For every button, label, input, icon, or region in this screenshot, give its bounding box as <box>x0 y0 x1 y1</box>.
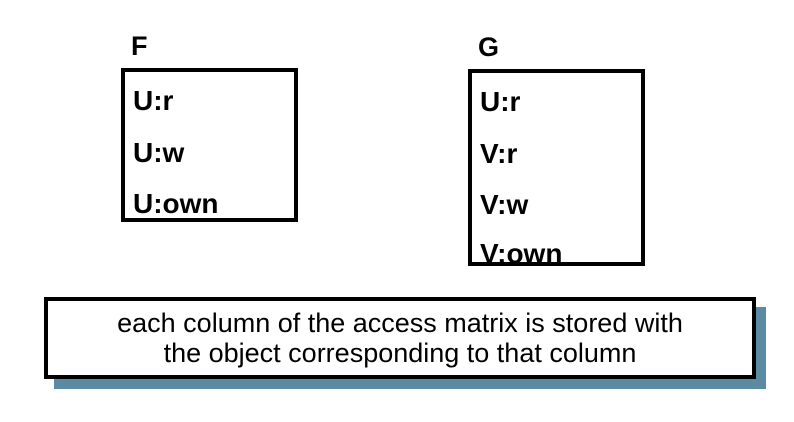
acl-entry: U:w <box>133 137 185 168</box>
acl-entry: U:own <box>133 188 219 219</box>
acl-entry: U:r <box>480 86 521 117</box>
caption-line-2: the object corresponding to that column <box>163 338 637 368</box>
acl-box-g: U:r V:r V:w V:own <box>468 69 645 266</box>
acl-entry: V:r <box>480 138 518 169</box>
acl-entry: V:own <box>480 238 563 266</box>
acl-box-f: U:r U:w U:own <box>121 68 298 222</box>
acl-entry: V:w <box>480 189 529 220</box>
acl-entry: U:r <box>133 85 174 116</box>
object-label-f: F <box>131 31 148 61</box>
caption-line-1: each column of the access matrix is stor… <box>117 308 683 338</box>
object-label-g: G <box>478 32 500 62</box>
caption-box: each column of the access matrix is stor… <box>44 297 756 379</box>
